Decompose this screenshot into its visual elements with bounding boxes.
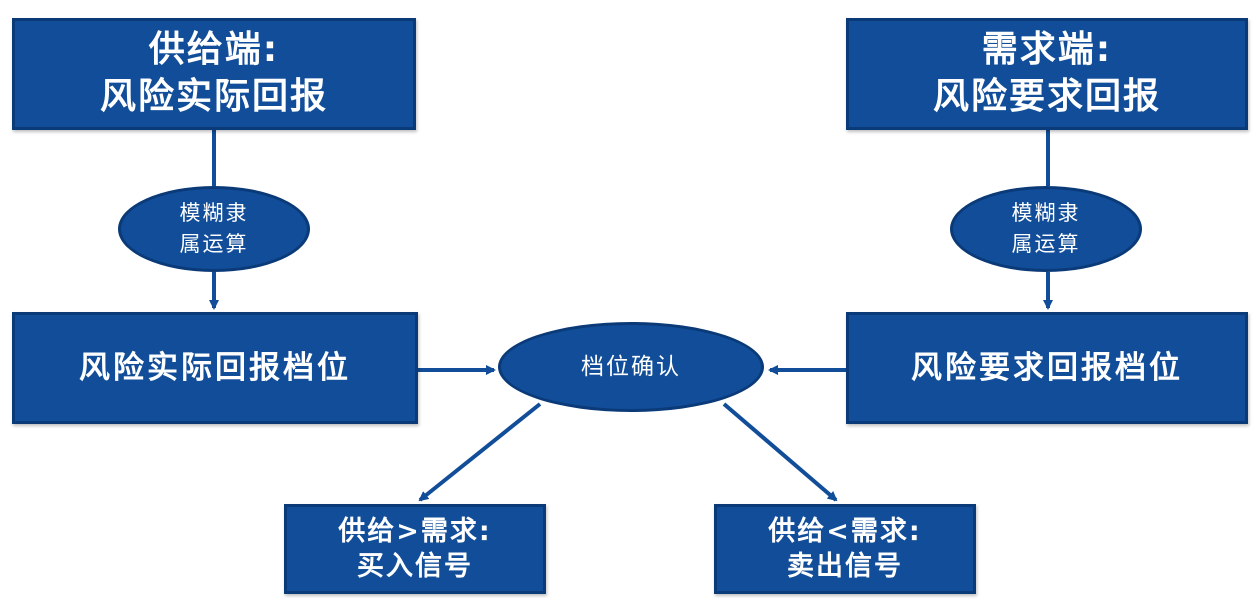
sell-condition: 供给<需求: [768,515,922,547]
demand-level-box: 风险要求回报档位 [846,312,1248,424]
supply-fuzzy-line1: 模糊隶 [179,200,249,225]
demand-fuzzy-line2: 属运算 [1011,232,1081,256]
supply-level-box: 风险实际回报档位 [12,312,418,424]
demand-level-label: 风险要求回报档位 [911,349,1183,386]
supply-fuzzy-line2: 属运算 [179,232,249,256]
demand-side-title: 需求端: [981,29,1113,71]
sell-signal-label: 卖出信号 [787,551,903,582]
supply-side-title: 供给端: [148,29,280,71]
buy-condition: 供给>需求: [338,515,492,547]
supply-side-box: 供给端: 风险实际回报 [12,18,416,130]
demand-side-box: 需求端: 风险要求回报 [846,18,1248,130]
supply-fuzzy-ellipse: 模糊隶 属运算 [118,186,310,272]
demand-fuzzy-ellipse: 模糊隶 属运算 [950,186,1142,272]
level-confirm-label: 档位确认 [581,353,681,380]
demand-fuzzy-line1: 模糊隶 [1011,200,1081,225]
supply-side-subtitle: 风险实际回报 [99,76,328,117]
sell-signal-box: 供给<需求: 卖出信号 [714,504,976,594]
buy-signal-label: 买入信号 [357,551,473,582]
demand-side-subtitle: 风险要求回报 [932,76,1161,117]
confirm-to-sell-arrow [722,402,838,502]
supply-level-label: 风险实际回报档位 [79,349,351,386]
buy-signal-box: 供给>需求: 买入信号 [284,504,546,594]
level-confirm-ellipse: 档位确认 [498,322,764,412]
confirm-to-buy-arrow [418,402,542,502]
